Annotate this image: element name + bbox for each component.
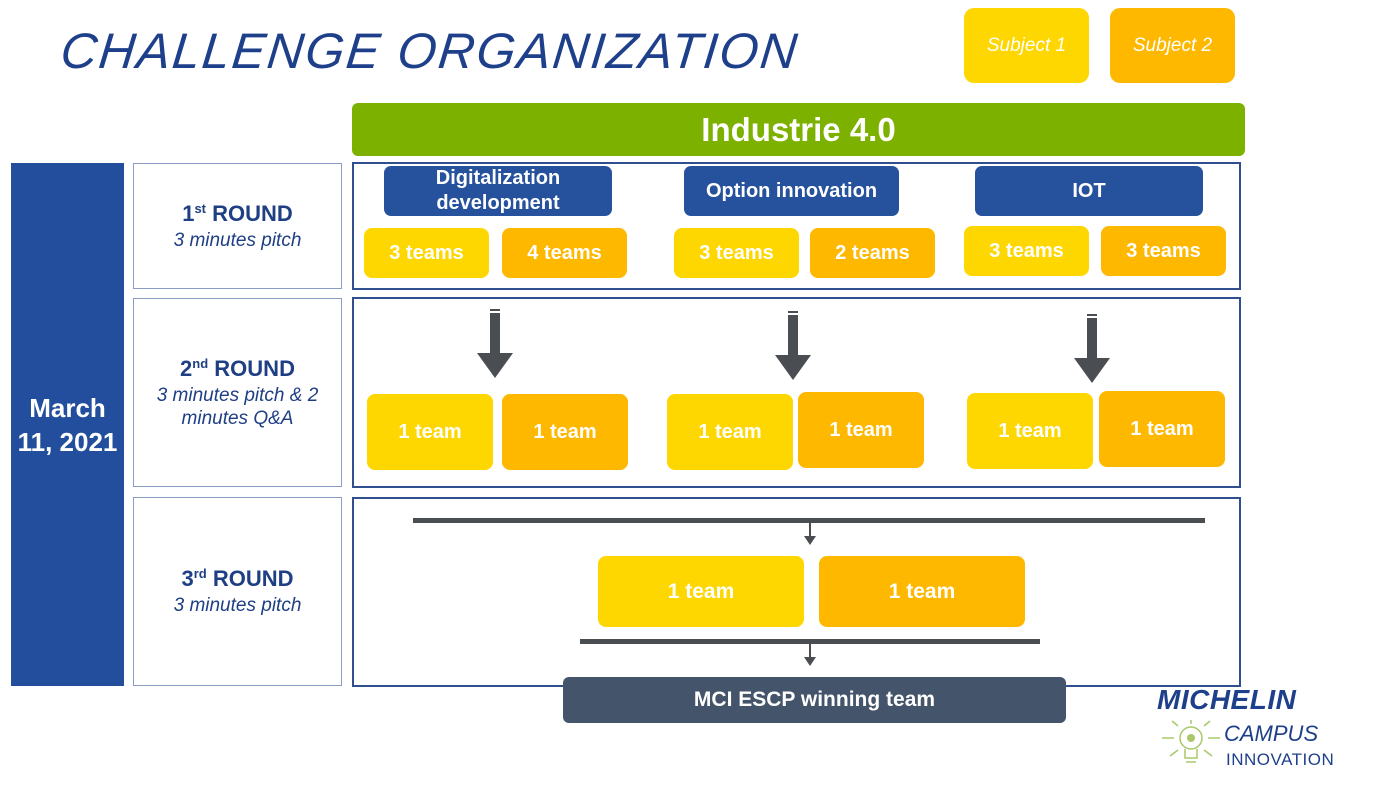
round-3-description: 3 minutes pitch: [173, 595, 302, 616]
industrie-banner: Industrie 4.0: [352, 103, 1245, 156]
date-bar: March 11, 2021: [11, 163, 124, 686]
round-2-description: 3 minutes pitch & 2 minutes Q&A: [156, 384, 319, 429]
round-3-subject-1: 1 team: [598, 556, 804, 627]
down-arrow-icon: [775, 311, 811, 380]
logo-campus: CAMPUS: [1224, 721, 1319, 746]
legend-subject-1: Subject 1: [964, 8, 1089, 83]
small-down-arrow-icon: [804, 522, 816, 545]
down-arrow-icon: [1074, 314, 1110, 383]
final-merge-line: [580, 639, 1040, 644]
round-1-label: 1st ROUND 3 minutes pitch: [133, 163, 342, 289]
round-1-iot-subject-1: 3 teams: [964, 226, 1089, 276]
round-2-label: 2nd ROUND 3 minutes pitch & 2 minutes Q&…: [133, 298, 342, 487]
logo-innovation: INNOVATION: [1226, 750, 1335, 769]
round-2-iot-subject-1: 1 team: [967, 393, 1093, 469]
round-3-label: 3rd ROUND 3 minutes pitch: [133, 497, 342, 686]
round-1-digitalization-subject-2: 4 teams: [502, 228, 627, 278]
round-3-subject-2: 1 team: [819, 556, 1025, 627]
merge-line: [413, 518, 1205, 523]
round-2-option-subject-2: 1 team: [798, 392, 924, 468]
round-2-digitalization-subject-1: 1 team: [367, 394, 493, 470]
round-2-option-subject-1: 1 team: [667, 394, 793, 470]
lightbulb-logo-icon: [1162, 720, 1220, 763]
page-title: CHALLENGE ORGANIZATION: [58, 23, 802, 79]
category-option-innovation: Option innovation: [684, 166, 899, 216]
logo-brand: MICHELIN: [1157, 684, 1297, 715]
round-1-description: 3 minutes pitch: [173, 229, 302, 251]
winning-team-box: MCI ESCP winning team: [563, 677, 1066, 723]
category-digitalization: Digitalization development: [384, 166, 612, 216]
round-2-title: 2nd ROUND: [180, 355, 295, 381]
legend-subject-2: Subject 2: [1110, 8, 1235, 83]
round-1-iot-subject-2: 3 teams: [1101, 226, 1226, 276]
category-iot: IOT: [975, 166, 1203, 216]
date-label: March 11, 2021: [17, 392, 118, 457]
round-2-iot-subject-2: 1 team: [1099, 391, 1225, 467]
round-1-digitalization-subject-1: 3 teams: [364, 228, 489, 278]
round-1-option-subject-2: 2 teams: [810, 228, 935, 278]
round-1-title: 1st ROUND: [182, 200, 293, 226]
round-3-title: 3rd ROUND: [181, 566, 294, 591]
round-1-option-subject-1: 3 teams: [674, 228, 799, 278]
round-2-digitalization-subject-2: 1 team: [502, 394, 628, 470]
down-arrow-icon: [477, 309, 513, 378]
small-down-arrow-icon: [804, 643, 816, 666]
